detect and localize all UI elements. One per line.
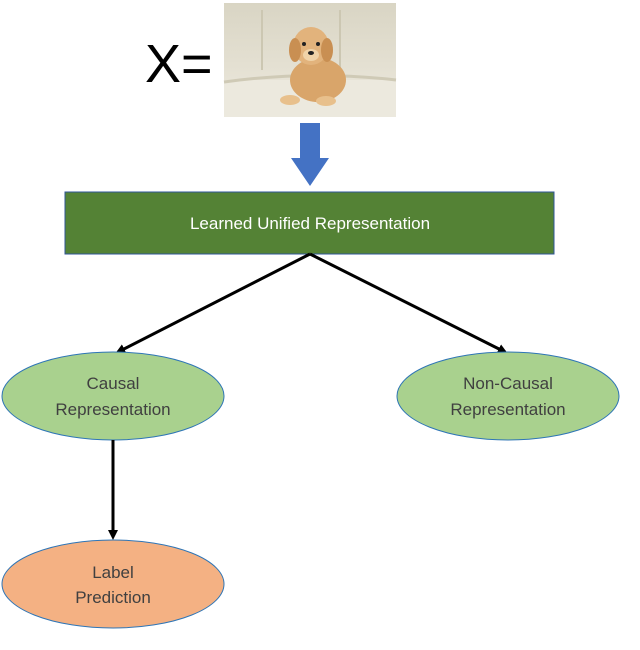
- causal-representation-node: Causal Representation: [1, 351, 225, 441]
- prediction-label-line1: Label: [92, 563, 134, 582]
- causal-label-line2: Representation: [55, 400, 170, 419]
- noncausal-representation-node: Non-Causal Representation: [396, 351, 620, 441]
- puppy-image: [223, 3, 397, 117]
- edge-unified-to-causal: [115, 252, 311, 354]
- unified-representation-label: Learned Unified Representation: [190, 214, 430, 233]
- causal-label-line1: Causal: [87, 374, 140, 393]
- unified-representation-node: Learned Unified Representation: [64, 191, 555, 255]
- noncausal-label-line2: Representation: [450, 400, 565, 419]
- input-arrow: [291, 123, 329, 186]
- input-label: X=: [145, 34, 213, 94]
- noncausal-label-line1: Non-Causal: [463, 374, 553, 393]
- edge-unified-to-noncausal: [309, 252, 508, 354]
- prediction-label-line2: Prediction: [75, 588, 151, 607]
- label-prediction-node: Label Prediction: [1, 539, 225, 629]
